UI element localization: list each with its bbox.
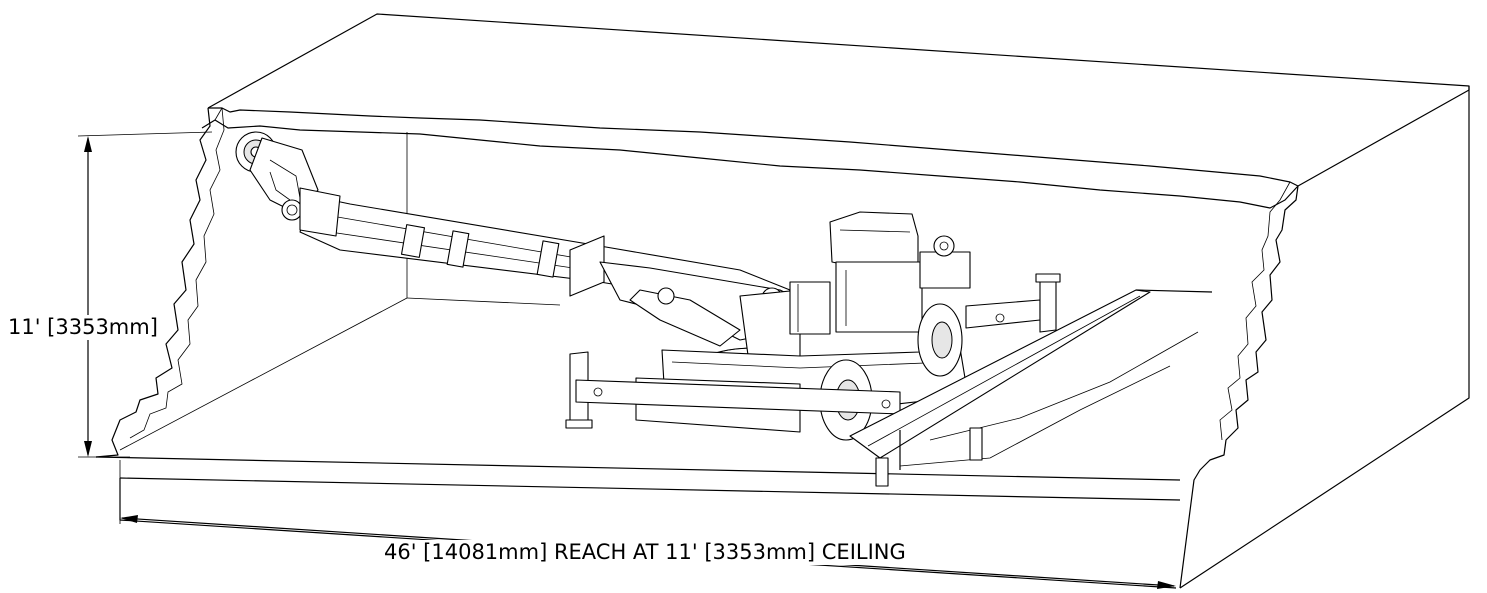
- outriggers: [565, 273, 1061, 429]
- conveyor-chute: [849, 289, 1213, 487]
- reach-arrow-left: [120, 515, 138, 523]
- height-arrow-bottom: [84, 441, 92, 457]
- height-dimension-label: 11' [3353mm]: [6, 315, 160, 340]
- reach-dimension-label: 46' [14081mm] REACH AT 11' [3353mm] CEIL…: [380, 540, 910, 565]
- reach-dimension: [119, 460, 1176, 589]
- cutter-head: [235, 131, 341, 237]
- reach-arrow-right: [1157, 581, 1176, 589]
- height-dimension: [77, 131, 213, 458]
- height-arrow-top: [84, 136, 92, 152]
